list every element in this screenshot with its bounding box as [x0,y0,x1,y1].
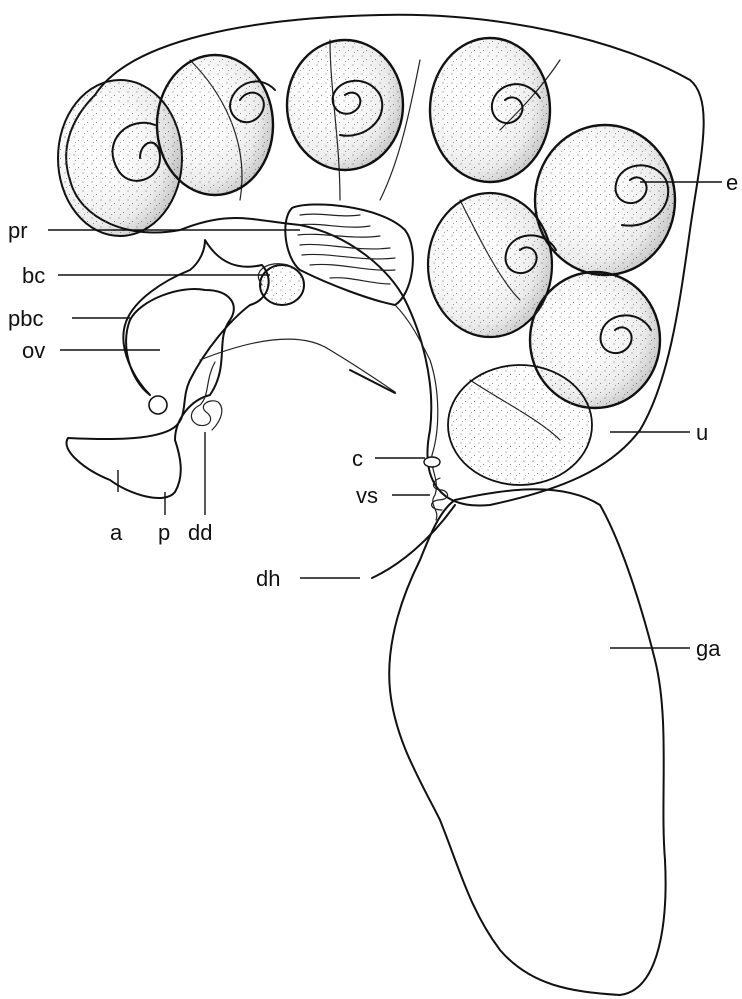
label-u: u [696,420,708,445]
label-vs: vs [356,483,378,508]
label-pbc: pbc [8,306,43,331]
gland-albumen [389,489,665,995]
embryo-4 [430,38,550,182]
label-dh: dh [256,566,280,591]
label-ga: ga [696,636,721,661]
label-dd: dd [188,520,212,545]
label-a: a [110,520,123,545]
embryo-5 [535,125,675,275]
prostate-coil [285,204,437,455]
embryo-3 [287,40,403,170]
label-e: e [726,170,738,195]
label-pr: pr [8,218,28,243]
label-p: p [158,520,170,545]
vas-deferens [372,455,455,578]
label-c: c [352,446,363,471]
embryo-8-uncoiled [448,365,592,485]
label-ov: ov [22,338,45,363]
embryo-2 [157,55,275,195]
label-bc: bc [22,263,45,288]
